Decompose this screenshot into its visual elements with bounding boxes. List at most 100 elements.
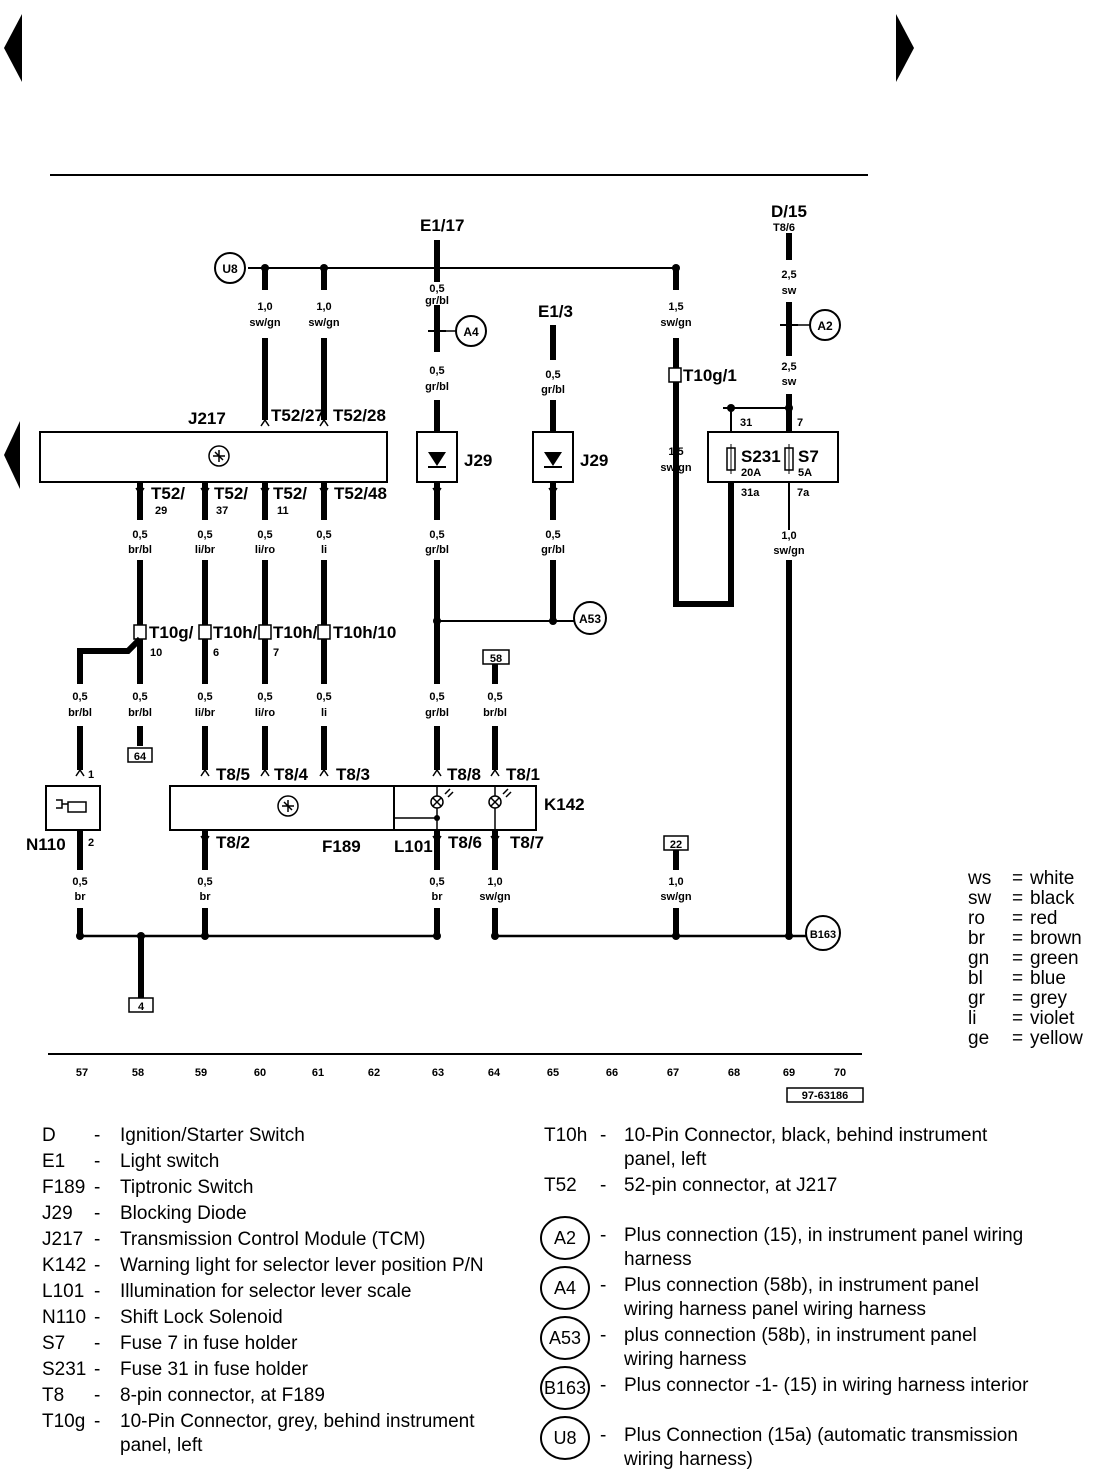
key-code: F189	[42, 1177, 86, 1198]
next-page-arrow[interactable]	[896, 14, 914, 82]
key-description: 10-Pin Connector, grey, behind instrumen…	[120, 1411, 475, 1456]
key-dash: -	[94, 1281, 101, 1302]
l101-label: L101	[394, 837, 433, 856]
current-track-number: 58	[132, 1067, 144, 1079]
legend-equals: =	[1012, 948, 1024, 969]
connector-label: T8/7	[510, 833, 544, 852]
key-dash: -	[94, 1333, 101, 1354]
legend-abbr: sw	[968, 888, 992, 909]
pin-label: 1	[88, 769, 94, 781]
connector-label: T52/	[273, 484, 307, 503]
image-number: 97-63186	[802, 1090, 849, 1102]
wire-label: 0,5	[197, 529, 212, 541]
wire-label: sw/gn	[660, 891, 691, 903]
reference-box	[482, 649, 510, 665]
connection-point-u8	[214, 252, 246, 284]
legend-abbr: ws	[968, 868, 992, 889]
d-15-label: D/15	[771, 202, 807, 221]
connector-label: T8/2	[216, 833, 250, 852]
key-dash: -	[600, 1225, 607, 1246]
key-code: T8	[42, 1385, 65, 1406]
wire-label: br	[200, 891, 212, 903]
legend-equals: =	[1012, 908, 1024, 929]
f189-label: F189	[322, 837, 361, 856]
continue-left-arrow[interactable]	[4, 421, 20, 489]
connector-label: T8/4	[274, 765, 309, 784]
wire-label: gr/bl	[425, 295, 449, 307]
j217-label: J217	[188, 409, 226, 428]
wire-label: 1,0	[316, 301, 331, 313]
reference-label: 22	[670, 839, 682, 851]
wire-label: sw/gn	[308, 317, 339, 329]
key-dash: -	[94, 1385, 101, 1406]
wire-label: br/bl	[128, 707, 152, 719]
pin-label: 7	[797, 417, 803, 429]
legend-equals: =	[1012, 988, 1024, 1009]
key-dash: -	[94, 1411, 101, 1432]
legend-equals: =	[1012, 888, 1024, 909]
k142-label: K142	[544, 795, 585, 814]
wire-label: li/ro	[255, 707, 275, 719]
wire-label: li/br	[195, 544, 216, 556]
key-dash: -	[600, 1375, 607, 1396]
current-track-number: 70	[834, 1067, 846, 1079]
wire-label: 0,5	[132, 691, 147, 703]
wire-label: 0,5	[197, 691, 212, 703]
connector-label: 7	[273, 647, 279, 659]
connection-point-a53	[573, 601, 607, 635]
t10g-1-label: T10g/1	[683, 366, 737, 385]
j217-symbol-icon	[208, 445, 230, 467]
wire-label: 1,0	[257, 301, 272, 313]
key-description: Plus connection (15), in instrument pane…	[624, 1225, 1024, 1270]
wire-label: 2,5	[781, 269, 796, 281]
key-dash: -	[94, 1255, 101, 1276]
pin-label: 7a	[797, 487, 810, 499]
legend-color: brown	[1030, 928, 1082, 949]
legend-abbr: gr	[968, 988, 985, 1009]
wire-label: sw	[782, 376, 797, 388]
legend-abbr: br	[968, 928, 985, 949]
key-description: 10-Pin Connector, black, behind instrume…	[624, 1125, 988, 1170]
connection-point-u8-label: U8	[222, 262, 238, 276]
current-track-number: 67	[667, 1067, 679, 1079]
previous-page-arrow[interactable]	[4, 14, 22, 82]
j217-box	[39, 431, 388, 483]
current-track-number: 62	[368, 1067, 380, 1079]
wire-label: gr/bl	[425, 544, 449, 556]
key-dash: -	[94, 1151, 101, 1172]
wire-label: li/br	[195, 707, 216, 719]
key-description: Tiptronic Switch	[120, 1177, 254, 1198]
wire-label: gr/bl	[541, 384, 565, 396]
key-description: 52-pin connector, at J217	[624, 1175, 838, 1196]
wire-label: gr/bl	[541, 544, 565, 556]
connector-label: T10g/	[149, 623, 194, 642]
pin-label: 2	[88, 837, 94, 849]
connector-label: T52/48	[334, 484, 387, 503]
wire-label: 0,5	[429, 529, 444, 541]
legend-equals: =	[1012, 868, 1024, 889]
f189-symbol-icon	[277, 795, 299, 817]
key-code: S231	[42, 1359, 87, 1380]
key-description: Transmission Control Module (TCM)	[120, 1229, 426, 1250]
key-dash: -	[94, 1203, 101, 1224]
n110-label: N110	[26, 835, 66, 854]
key-code: K142	[42, 1255, 87, 1276]
legend-row: bl=blue	[968, 968, 1083, 989]
wire-label: 1,0	[781, 530, 796, 542]
wire-label: 0,5	[132, 529, 147, 541]
current-track-number: 66	[606, 1067, 618, 1079]
wire-label: br	[432, 891, 444, 903]
wire-label: 0,5	[72, 691, 87, 703]
connector-label: T52/	[214, 484, 248, 503]
wire-label: br	[75, 891, 87, 903]
connector-label: T8/6	[448, 833, 482, 852]
connector-label: T10h/10	[333, 623, 396, 642]
key-dash: -	[94, 1229, 101, 1250]
legend-abbr: ge	[968, 1028, 990, 1049]
j29-label: J29	[464, 451, 492, 470]
legend-abbr: bl	[968, 968, 983, 989]
t8-6-label: T8/6	[773, 222, 795, 234]
legend-color: white	[1030, 868, 1075, 889]
wire-label: 0,5	[487, 691, 502, 703]
